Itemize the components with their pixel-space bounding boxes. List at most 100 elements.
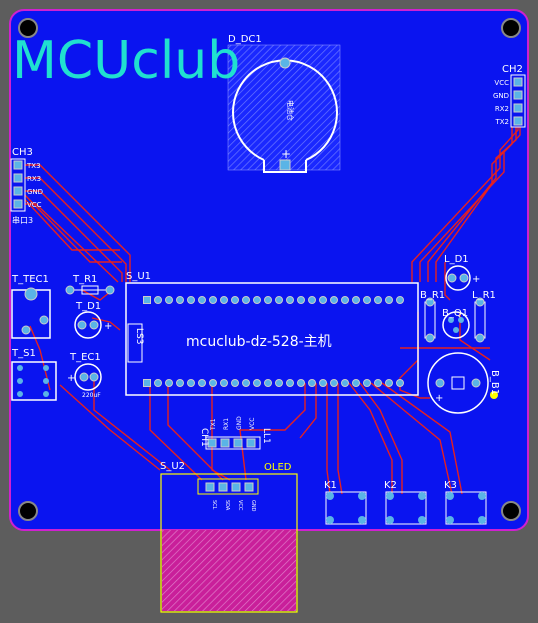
mcu-pin-pad: [363, 379, 371, 387]
designator-d-dc1: D_DC1: [228, 34, 262, 45]
designator-t-ec1: T_EC1: [69, 352, 101, 363]
oled-pin-pad: [205, 482, 215, 492]
mcu-pin-pad: [264, 296, 272, 304]
mcu-pin-pad: [176, 379, 184, 387]
oled-pin-label: VCC: [237, 500, 243, 511]
buzzer-b-b1: +: [427, 352, 498, 414]
ch3-pin-pad: [13, 173, 23, 183]
oled-pin-label: SDA: [224, 500, 230, 511]
ch2-pin-pad: [513, 103, 523, 113]
mcu-pin-pad: [187, 379, 195, 387]
svg-text:+: +: [472, 274, 480, 285]
mcu-pin-pad: [363, 296, 371, 304]
transistor-b-q1: [442, 311, 470, 339]
mounting-holes: [18, 18, 521, 521]
mcu-pin-pad: [242, 379, 250, 387]
mcu-pin-pad: [275, 379, 283, 387]
svg-text:+: +: [67, 373, 75, 384]
mcu-pin-pad: [198, 379, 206, 387]
designator-b-r1: B_R1: [420, 290, 445, 301]
mcu-pin-pad: [220, 296, 228, 304]
key-k2: [385, 491, 427, 525]
connector-ch3: [10, 158, 26, 212]
svg-text:+: +: [104, 321, 112, 332]
ch1-pins: TX1 RX1 GND VCC: [207, 416, 256, 448]
oled-pin-label: GND: [250, 500, 256, 512]
designator-t-tec1: T_TEC1: [11, 274, 49, 285]
mcu-pin-pad: [385, 379, 393, 387]
mcu-pin-pad: [396, 296, 404, 304]
ch1-pin-label: VCC: [249, 418, 256, 430]
oled-pin-label: SCL: [211, 500, 217, 510]
mcu-pin-pad: [374, 379, 382, 387]
mcu-pin-pad: [231, 379, 239, 387]
designator-s-u1: S_U1: [126, 271, 151, 282]
battery-d-dc1: + 电池仓: [227, 44, 341, 173]
svg-text:电池仓: 电池仓: [286, 100, 295, 121]
ch3-pin-pad: [13, 160, 23, 170]
ch2-pin-label: RX2: [495, 105, 509, 113]
mcu-pin-pad: [352, 296, 360, 304]
mcu-pin-pad: [396, 379, 404, 387]
mcu-pin-pad: [165, 379, 173, 387]
ch1-pin-label: GND: [236, 416, 243, 430]
key-k3: [445, 491, 487, 525]
oled-pin-pad: [218, 482, 228, 492]
capacitor-value: 220uF: [82, 392, 101, 399]
mcu-pin-pad: [143, 379, 151, 387]
mcu-pin-pad: [165, 296, 173, 304]
ch3-note: 串口3: [12, 216, 33, 225]
oled-label: OLED: [264, 462, 292, 473]
mcu-pin-pad: [154, 379, 162, 387]
mcu-pin-pad: [308, 379, 316, 387]
ch1-pin-label: TX1: [210, 418, 217, 431]
connector-ch1: [205, 436, 261, 450]
ls3-label: LS3: [134, 328, 144, 344]
ch3-pin-pad: [13, 199, 23, 209]
mcu-pin-pad: [264, 379, 272, 387]
designator-ch1: CH1: [199, 428, 209, 447]
ch1-pin-label: RX1: [223, 418, 230, 430]
ch1-pin-pad: [220, 438, 230, 448]
resistor-t-r1: [65, 285, 115, 295]
ch2-pin-label: GND: [493, 92, 509, 100]
designator-ch2: CH2: [502, 64, 523, 75]
oled-pin-pad: [244, 482, 254, 492]
mcu-pin-pad: [341, 296, 349, 304]
mcu-pin-pad: [330, 379, 338, 387]
mcu-pin-pad: [154, 296, 162, 304]
mcu-pin-pad: [253, 379, 261, 387]
oled-pin-pad: [231, 482, 241, 492]
oled-s-u2: [160, 473, 298, 613]
mcu-pin-pad: [352, 379, 360, 387]
switch-t-s1: [11, 361, 57, 401]
mcu-pin-pad: [385, 296, 393, 304]
designator-k1: K1: [324, 480, 337, 491]
ch3-pin-label: TX3: [26, 162, 41, 170]
resistor-b-r1: [424, 297, 436, 343]
ch2-pin-label: VCC: [494, 79, 509, 87]
mcu-pin-pad: [341, 379, 349, 387]
board-title: mcuclub-dz-528-主机: [186, 334, 332, 350]
mcu-pin-pad: [286, 296, 294, 304]
mcu-pin-pad: [319, 296, 327, 304]
svg-text:+: +: [281, 147, 291, 161]
designator-k3: K3: [444, 480, 457, 491]
led-t-d1: +: [74, 311, 112, 339]
mcu-pins: [143, 296, 404, 387]
capacitor-t-ec1: +: [67, 363, 102, 391]
designator-t-d1: T_D1: [75, 301, 101, 312]
designator-l-d1: L_D1: [444, 254, 469, 265]
mcu-pin-pad: [297, 379, 305, 387]
designator-l-r1: L_R1: [472, 290, 496, 301]
tec-t-tec1: [11, 287, 51, 339]
ch2-pin-label: TX2: [494, 118, 509, 126]
mcu-pin-pad: [330, 296, 338, 304]
mcuclub-logo: MCUclub: [12, 31, 240, 91]
connector-ch2: [510, 74, 526, 128]
designator-s-u2: S_U2: [160, 461, 185, 472]
mcu-pin-pad: [187, 296, 195, 304]
resistor-l-r1: [474, 297, 486, 343]
